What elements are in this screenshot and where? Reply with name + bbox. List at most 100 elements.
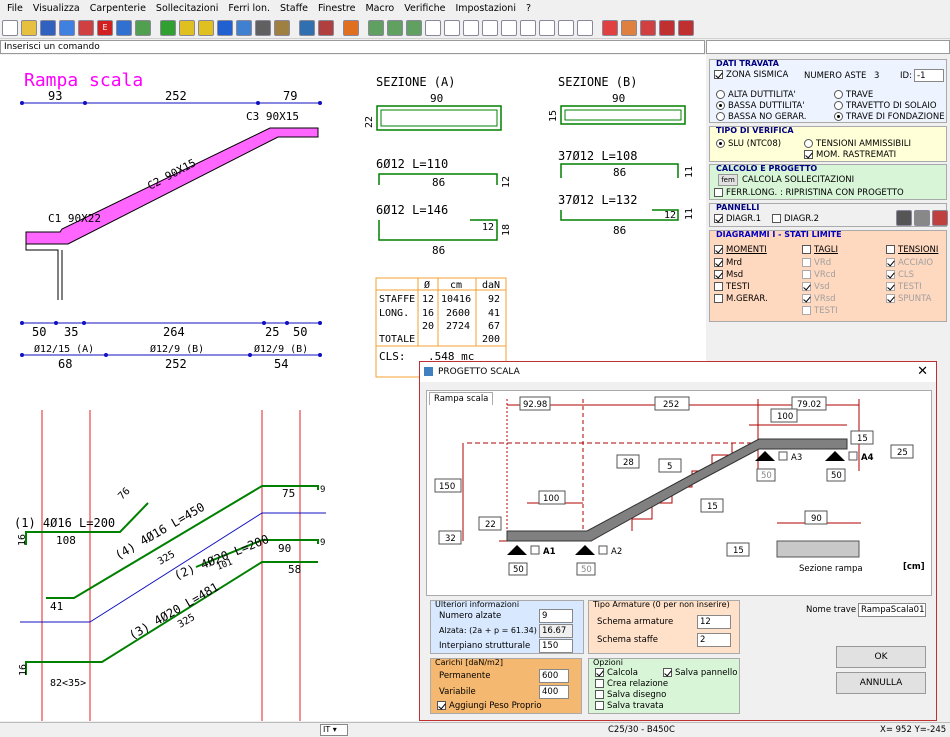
- orange-tool-icon[interactable]: [621, 19, 637, 36]
- vsd-checkbox[interactable]: [802, 282, 811, 291]
- beam3-icon[interactable]: [406, 19, 422, 36]
- menu-help[interactable]: ?: [525, 3, 532, 14]
- stirrup-icon[interactable]: [520, 19, 536, 36]
- calcola-checkbox[interactable]: [595, 668, 604, 677]
- alzata-input[interactable]: 16.67: [539, 624, 573, 638]
- close-icon[interactable]: ✕: [917, 364, 928, 379]
- cut-icon[interactable]: [78, 19, 94, 36]
- panel-tool-2-icon[interactable]: [914, 210, 930, 226]
- table-icon[interactable]: [577, 19, 593, 36]
- red-tool-icon[interactable]: [602, 19, 618, 36]
- esc-icon[interactable]: E: [97, 19, 113, 36]
- menu-impostazioni[interactable]: Impostazioni: [455, 3, 516, 14]
- new-file-icon[interactable]: [2, 19, 18, 36]
- section-icon[interactable]: [482, 19, 498, 36]
- menu-visualizza[interactable]: Visualizza: [32, 3, 80, 14]
- id-input[interactable]: -1: [914, 69, 944, 82]
- vrd-checkbox[interactable]: [802, 258, 811, 267]
- command-line[interactable]: Inserisci un comando: [0, 40, 705, 54]
- beam-icon[interactable]: [368, 19, 384, 36]
- testi-s-checkbox[interactable]: [886, 282, 895, 291]
- zoom-out-icon[interactable]: [198, 19, 214, 36]
- mom-rastremati-checkbox[interactable]: [804, 150, 813, 159]
- preview-icon[interactable]: [274, 19, 290, 36]
- zoom-in-icon[interactable]: [179, 19, 195, 36]
- diagr2-checkbox[interactable]: [772, 214, 781, 223]
- language-select[interactable]: IT ▾: [320, 724, 348, 736]
- calcola-sollecitazioni-label[interactable]: CALCOLA SOLLECITAZIONI: [742, 175, 855, 185]
- regen-icon[interactable]: [236, 19, 252, 36]
- interpiano-input[interactable]: 150: [539, 639, 573, 653]
- ferr-long-checkbox[interactable]: [714, 188, 723, 197]
- menu-macro[interactable]: Macro: [365, 3, 395, 14]
- bassa-duttilita-radio[interactable]: [716, 101, 725, 110]
- peso-proprio-checkbox[interactable]: [437, 701, 446, 710]
- calc-icon[interactable]: [343, 19, 359, 36]
- building-red-icon[interactable]: [318, 19, 334, 36]
- print-icon[interactable]: [59, 19, 75, 36]
- numero-alzate-input[interactable]: 9: [539, 609, 573, 623]
- rebar-icon[interactable]: [501, 19, 517, 36]
- undo-icon[interactable]: [116, 19, 132, 36]
- dim-icon[interactable]: [463, 19, 479, 36]
- tensioni-checkbox[interactable]: [886, 245, 895, 254]
- grid-tool-icon[interactable]: [640, 19, 656, 36]
- menu-carpenterie[interactable]: Carpenterie: [89, 3, 146, 14]
- open-folder-icon[interactable]: [21, 19, 37, 36]
- save-icon[interactable]: [40, 19, 56, 36]
- trave-fondazione-radio[interactable]: [834, 112, 843, 121]
- diagr1-checkbox[interactable]: [714, 214, 723, 223]
- tagli-checkbox[interactable]: [802, 245, 811, 254]
- vrsd-checkbox[interactable]: [802, 294, 811, 303]
- schema-armature-input[interactable]: 12: [697, 615, 731, 629]
- momenti-checkbox[interactable]: [714, 245, 723, 254]
- salva-travata-checkbox[interactable]: [595, 701, 604, 710]
- slu-radio[interactable]: [716, 139, 725, 148]
- layer-icon[interactable]: [255, 19, 271, 36]
- panel-tool-3-icon[interactable]: [932, 210, 948, 226]
- command-input[interactable]: [706, 40, 950, 54]
- testi-m-checkbox[interactable]: [714, 282, 723, 291]
- fem-button[interactable]: fem: [718, 174, 738, 186]
- tab-rampa-scala[interactable]: Rampa scala: [429, 392, 494, 405]
- select-icon[interactable]: [160, 19, 176, 36]
- menu-staffe[interactable]: Staffe: [280, 3, 308, 14]
- menu-file[interactable]: File: [7, 3, 23, 14]
- beam2-icon[interactable]: [387, 19, 403, 36]
- nome-trave-input[interactable]: RampaScala01: [858, 603, 926, 617]
- variabile-input[interactable]: 400: [539, 685, 569, 699]
- annulla-button[interactable]: ANNULLA: [836, 672, 926, 694]
- mgerar-checkbox[interactable]: [714, 294, 723, 303]
- zona-sismica-checkbox[interactable]: [714, 70, 723, 79]
- alta-duttilita-radio[interactable]: [716, 90, 725, 99]
- trave-radio[interactable]: [834, 90, 843, 99]
- mrd-checkbox[interactable]: [714, 258, 723, 267]
- stair-icon[interactable]: [425, 19, 441, 36]
- edit-icon[interactable]: [444, 19, 460, 36]
- salva-pannello-checkbox[interactable]: [663, 668, 672, 677]
- check-icon[interactable]: [558, 19, 574, 36]
- spunta-checkbox[interactable]: [886, 294, 895, 303]
- schema-staffe-input[interactable]: 2: [697, 633, 731, 647]
- msd-checkbox[interactable]: [714, 270, 723, 279]
- ok-button[interactable]: OK: [836, 646, 926, 668]
- frame2-tool-icon[interactable]: [678, 19, 694, 36]
- vrcd-checkbox[interactable]: [802, 270, 811, 279]
- panel-tool-1-icon[interactable]: [896, 210, 912, 226]
- testi-t-checkbox[interactable]: [802, 306, 811, 315]
- travetto-radio[interactable]: [834, 101, 843, 110]
- tensioni-ammissibili-radio[interactable]: [804, 139, 813, 148]
- building-icon[interactable]: [299, 19, 315, 36]
- cls-checkbox[interactable]: [886, 270, 895, 279]
- permanente-input[interactable]: 600: [539, 669, 569, 683]
- crea-relazione-checkbox[interactable]: [595, 679, 604, 688]
- menu-finestre[interactable]: Finestre: [317, 3, 356, 14]
- menu-verifiche[interactable]: Verifiche: [404, 3, 446, 14]
- bend-icon[interactable]: [539, 19, 555, 36]
- salva-disegno-checkbox[interactable]: [595, 690, 604, 699]
- acciaio-checkbox[interactable]: [886, 258, 895, 267]
- frame-tool-icon[interactable]: [659, 19, 675, 36]
- menu-sollecitazioni[interactable]: Sollecitazioni: [155, 3, 219, 14]
- bassa-no-gerar-radio[interactable]: [716, 112, 725, 121]
- redo-icon[interactable]: [135, 19, 151, 36]
